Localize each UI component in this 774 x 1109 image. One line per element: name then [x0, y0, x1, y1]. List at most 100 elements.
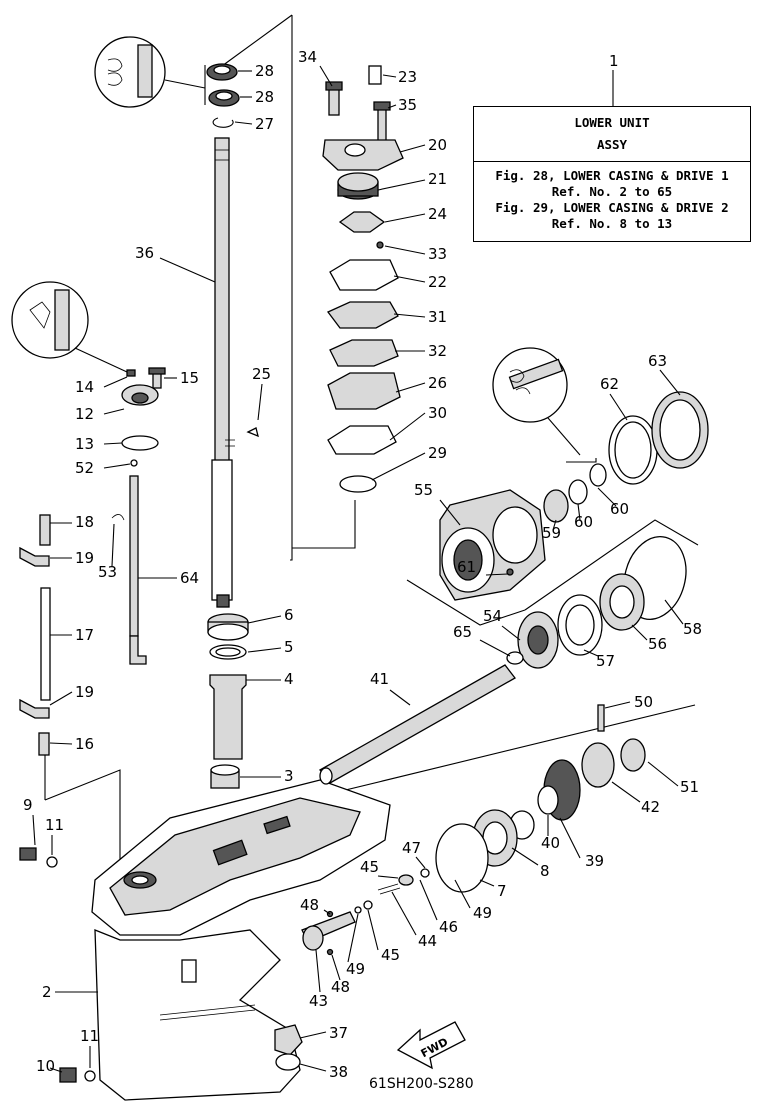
- info-title-line-1: LOWER UNIT: [574, 115, 650, 130]
- callout-59: 59: [542, 524, 561, 542]
- callout-2: 2: [42, 983, 52, 1001]
- leader-line-13: [103, 442, 123, 445]
- callout-23: 23: [398, 68, 417, 86]
- lower-casing: [91, 779, 391, 1101]
- callout-55: 55: [414, 481, 433, 499]
- callout-5: 5: [284, 638, 294, 656]
- figure-code: 61SH200-S280: [369, 1076, 474, 1092]
- callout-36: 36: [135, 244, 154, 262]
- leader-line-12: [103, 408, 125, 415]
- callout-39: 39: [585, 852, 604, 870]
- leader-line-60: [577, 503, 581, 521]
- callout-46: 46: [439, 918, 458, 936]
- leader-line-21: [377, 179, 426, 191]
- leader-line-37: [299, 1031, 327, 1039]
- callout-28: 28: [255, 62, 274, 80]
- callout-8: 8: [540, 862, 550, 880]
- leader-line-62: [609, 393, 628, 421]
- callout-20: 20: [428, 136, 447, 154]
- callout-26: 26: [428, 374, 447, 392]
- leader-line-63: [659, 369, 681, 396]
- leader-line-16: [49, 742, 73, 745]
- leader-line-56: [631, 624, 648, 641]
- leader-line-7: [479, 879, 495, 887]
- callout-49: 49: [346, 960, 365, 978]
- callout-48: 48: [331, 978, 350, 996]
- callout-34: 34: [298, 48, 317, 66]
- callout-43: 43: [309, 992, 328, 1010]
- gear-and-bearing-group: [274, 536, 687, 1071]
- callout-62: 62: [600, 375, 619, 393]
- leader-line-24: [384, 213, 426, 223]
- info-box-callout-number: 1: [609, 52, 619, 70]
- leader-line-46: [419, 879, 438, 921]
- leader-line-30: [389, 412, 426, 441]
- callout-35: 35: [398, 96, 417, 114]
- callout-47: 47: [402, 839, 421, 857]
- callout-12: 12: [75, 405, 94, 423]
- callout-60: 60: [610, 500, 629, 518]
- leader-line-59: [552, 519, 557, 531]
- callout-6: 6: [284, 606, 294, 624]
- leader-line-23: [382, 74, 397, 78]
- leader-line-38: [299, 1063, 327, 1072]
- shift-rod-assembly: [19, 367, 166, 756]
- callout-44: 44: [418, 932, 437, 950]
- assembly-info-box: LOWER UNIT ASSY Fig. 28, LOWER CASING & …: [473, 106, 751, 242]
- lower-fasteners: [19, 847, 96, 1083]
- callout-30: 30: [428, 404, 447, 422]
- leader-line-54: [501, 625, 521, 641]
- leader-line-65: [479, 639, 511, 657]
- info-title-line-2: ASSY: [596, 137, 628, 152]
- leader-line-25: [257, 383, 263, 421]
- callout-25: 25: [252, 365, 271, 383]
- callout-54: 54: [483, 607, 502, 625]
- callout-53: 53: [98, 563, 117, 581]
- callout-3: 3: [284, 767, 294, 785]
- callout-37: 37: [329, 1024, 348, 1042]
- info-ref-line-1: Fig. 28, LOWER CASING & DRIVE 1: [495, 168, 729, 183]
- leader-line-44: [391, 891, 417, 936]
- leader-line-60: [597, 487, 617, 507]
- callout-28: 28: [255, 88, 274, 106]
- callout-15: 15: [180, 369, 199, 387]
- leader-line-39: [559, 817, 581, 859]
- callout-4: 4: [284, 670, 294, 688]
- leader-line-19: [49, 691, 73, 706]
- leader-line-55: [439, 499, 461, 526]
- callout-16: 16: [75, 735, 94, 753]
- leader-line-8: [511, 847, 539, 866]
- callout-13: 13: [75, 435, 94, 453]
- leader-line-49: [454, 879, 471, 909]
- leader-line-61: [485, 573, 509, 576]
- leader-line-45: [367, 909, 379, 951]
- leader-line-6: [247, 615, 282, 624]
- leader-line-5: [247, 647, 282, 653]
- callout-57: 57: [596, 652, 615, 670]
- callout-29: 29: [428, 444, 447, 462]
- callout-32: 32: [428, 342, 447, 360]
- callout-49: 49: [473, 904, 492, 922]
- callout-21: 21: [428, 170, 447, 188]
- callout-56: 56: [648, 635, 667, 653]
- callout-leader-lines: [32, 65, 684, 1073]
- leader-line-45: [377, 875, 399, 879]
- leader-line-48: [323, 909, 331, 915]
- info-ref-line-3: Fig. 29, LOWER CASING & DRIVE 2: [495, 200, 729, 215]
- callout-33: 33: [428, 245, 447, 263]
- leader-line-9: [32, 814, 36, 846]
- callout-52: 52: [75, 459, 94, 477]
- leader-line-35: [387, 104, 397, 109]
- callout-64: 64: [180, 569, 199, 587]
- callout-41: 41: [370, 670, 389, 688]
- leader-line-22: [393, 275, 426, 283]
- callout-19: 19: [75, 683, 94, 701]
- callout-61: 61: [457, 558, 476, 576]
- callout-27: 27: [255, 115, 274, 133]
- detail-magnifier-right: [492, 347, 597, 463]
- leader-line-27: [234, 121, 253, 125]
- callout-58: 58: [683, 620, 702, 638]
- propeller-shaft-housing: [439, 391, 709, 601]
